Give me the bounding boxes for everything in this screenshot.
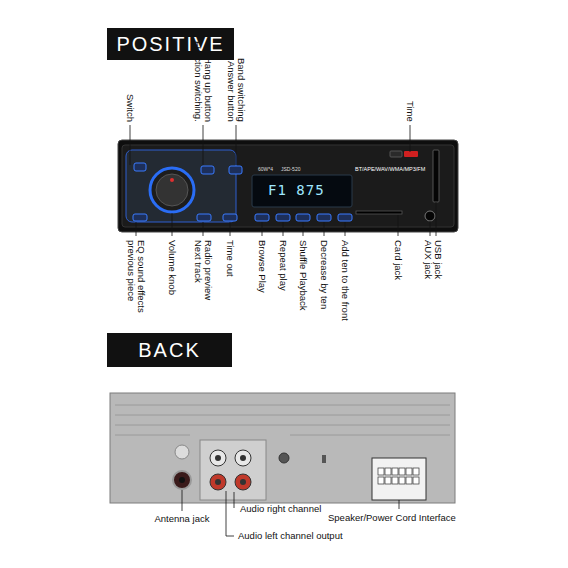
callout-label: Time <box>405 101 415 122</box>
device-print: BT/APE/WAV/WMA/MP3/FM <box>355 166 425 173</box>
device-print: F1 875 <box>268 183 325 198</box>
callout-label: previous piece <box>126 240 136 301</box>
callout-label: Answer button <box>226 61 236 122</box>
callout-label: Antenna jack <box>155 514 210 524</box>
callout-label: Volume knob <box>167 240 177 295</box>
callout-label: Audio right channel <box>240 504 321 514</box>
title-banner: BACK <box>107 333 232 367</box>
callout-label: Function switching. <box>193 41 203 122</box>
banner-text: BACK <box>138 339 200 362</box>
callout-label: USB jack <box>433 240 443 279</box>
callout-label: Browse Play <box>257 240 267 293</box>
callout-label: Speaker/Power Cord Interface <box>328 513 456 523</box>
callout-label: Band switching <box>236 58 246 122</box>
callout-label: Audio left channel output <box>238 531 343 541</box>
callout-label: Radio preview <box>203 240 213 300</box>
callout-label: AUX jack <box>423 240 433 279</box>
device-print: JSD-520 <box>281 166 300 172</box>
callout-label: Repeat play <box>278 240 288 291</box>
callout-label: Card jack <box>393 240 403 280</box>
callout-label: Add ten to the front <box>340 240 350 321</box>
title-banner: POSITIVE <box>107 28 234 60</box>
banner-text: POSITIVE <box>116 33 224 56</box>
callout-label: Next track <box>193 240 203 283</box>
callout-label: Shuffle Playback <box>298 240 308 311</box>
callout-label: Time out <box>225 240 235 277</box>
callout-label: Switch <box>125 94 135 122</box>
callout-label: Hang up button <box>203 57 213 122</box>
callout-label: EQ sound effects <box>136 240 146 313</box>
device-print: 60W*4 <box>258 166 273 172</box>
callout-label: Decrease by ten <box>319 240 329 309</box>
